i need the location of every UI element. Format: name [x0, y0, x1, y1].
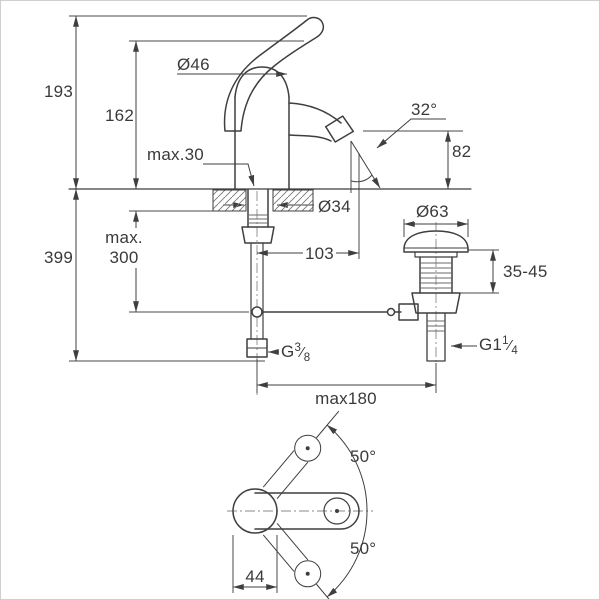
dim-label-max-rod-distance: max180	[315, 389, 377, 408]
faucet-side-view	[68, 16, 472, 362]
thread-label-supply: G3⁄8	[281, 342, 311, 364]
angle-label-swivel-down: 50°	[350, 539, 377, 558]
extension-lines	[69, 15, 499, 593]
dim-label-max-mounting: max. 300	[101, 228, 147, 269]
faucet-plan-view	[232, 410, 360, 599]
supply-thread-slash: ⁄	[301, 344, 304, 361]
dim-label-below-depth: 399	[44, 248, 73, 267]
angle-label-swivel-up: 50°	[350, 447, 377, 466]
dim-label-hole-diameter: Ø34	[316, 197, 353, 218]
supply-thread-denominator: 8	[303, 352, 311, 364]
max-mounting-line1: max.	[105, 228, 143, 247]
dim-label-spout-angle: 32°	[411, 100, 438, 119]
dim-label-max-deck-thickness: max.30	[147, 145, 204, 164]
thread-lines	[248, 214, 452, 332]
dim-label-flange-diameter: Ø63	[414, 202, 451, 223]
dimension-lines	[73, 15, 496, 590]
dim-label-body-diameter: Ø46	[177, 55, 210, 74]
dim-label-body-height: 162	[105, 106, 134, 125]
waste-thread-base: G1	[479, 335, 503, 354]
supply-thread-base: G	[281, 342, 295, 361]
waste-thread-denominator: 4	[511, 345, 519, 357]
thread-label-waste: G11⁄4	[479, 335, 519, 357]
dim-label-spout-reach: 103	[303, 244, 336, 265]
dim-label-total-height: 193	[44, 82, 73, 101]
counter-section	[212, 189, 314, 212]
dim-label-spout-height: 82	[452, 142, 472, 161]
dim-label-waste-deck-range: 35-45	[503, 262, 548, 281]
waste-thread-numerator: 1	[502, 335, 509, 347]
max-mounting-line2: 300	[109, 248, 139, 268]
waste-thread-slash: ⁄	[508, 337, 512, 354]
centerlines	[227, 191, 437, 512]
supply-thread-numerator: 3	[294, 342, 302, 354]
dim-label-lever-width: 44	[245, 567, 265, 586]
